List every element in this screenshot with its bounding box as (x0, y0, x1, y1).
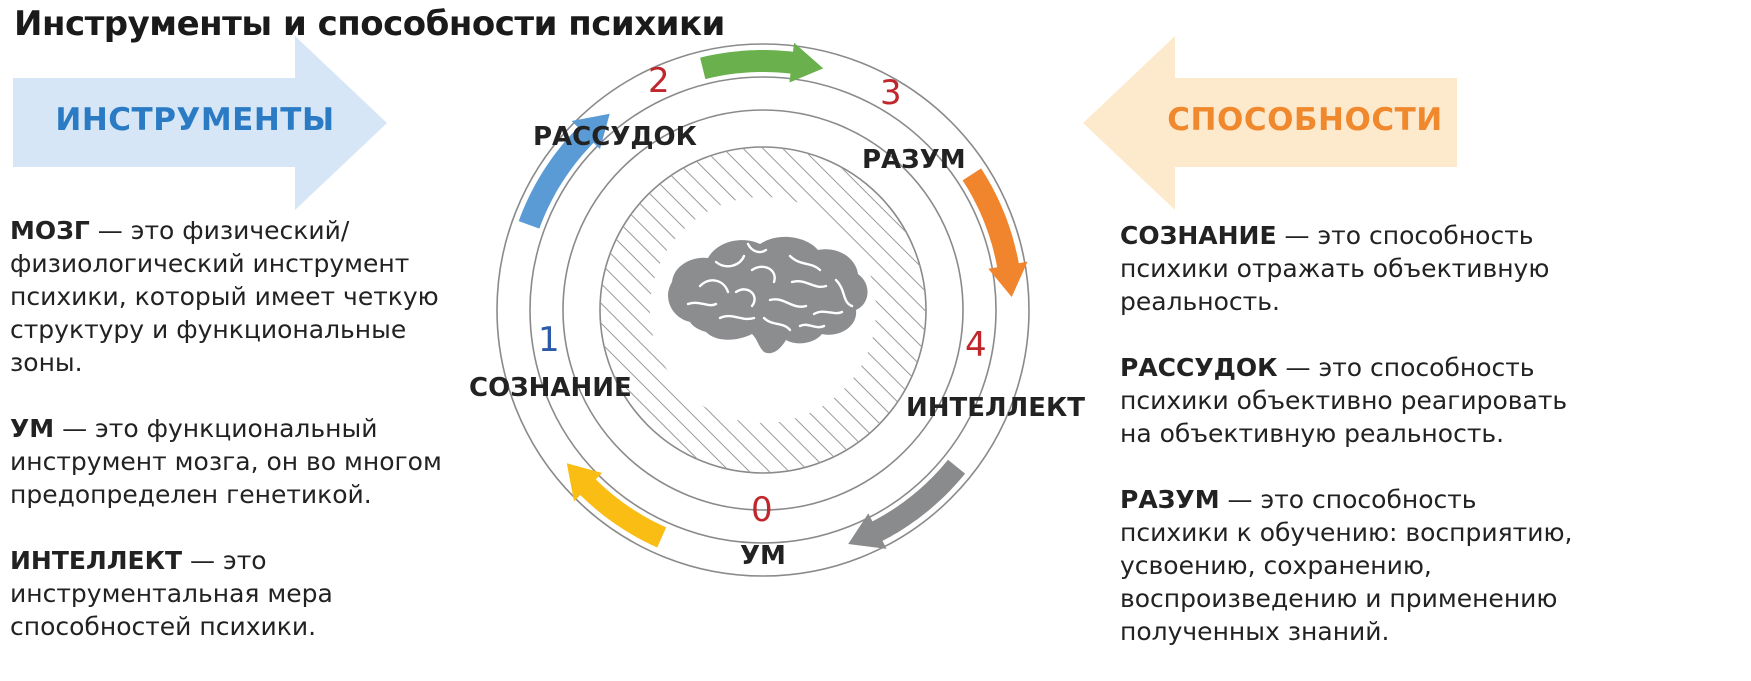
label-rassudok: РАССУДОК (533, 122, 697, 152)
middle-ring (529, 76, 997, 544)
abilities-label: СПОСОБНОСТИ (1167, 102, 1443, 138)
number-4: 4 (965, 325, 987, 365)
desc-razum: РАЗУМ — это способность психики к обучен… (1120, 485, 1573, 646)
instruments-description: МОЗГ — это физический/ физиологический и… (10, 214, 480, 676)
instruments-arrow (13, 36, 387, 210)
desc-rassudok: РАССУДОК — это способность психики объек… (1120, 353, 1568, 448)
label-um: УМ (740, 541, 786, 571)
number-1: 1 (538, 320, 560, 360)
label-intellekt: ИНТЕЛЛЕКТ (906, 393, 1085, 423)
arrow-rassudok-to-razum (700, 42, 824, 83)
instruments-label: ИНСТРУМЕНТЫ (55, 102, 335, 138)
arrow-intellekt-to-um (848, 459, 966, 549)
brain-icon (668, 236, 868, 354)
outer-ring (496, 43, 1030, 577)
abilities-arrow (1083, 36, 1457, 210)
abilities-description: СОЗНАНИЕ — это способность психики отраж… (1120, 219, 1590, 681)
desc-um: УМ — это функциональный инструмент мозга… (10, 414, 442, 509)
psyche-cycle-diagram: РАССУДОК РАЗУМ СОЗНАНИЕ ИНТЕЛЛЕКТ УМ 2 3… (469, 42, 1085, 577)
arrow-soznanie-to-rassudok (518, 113, 610, 229)
arrow-razum-to-intellekt (962, 168, 1028, 297)
desc-soznanie: СОЗНАНИЕ — это способность психики отраж… (1120, 221, 1550, 316)
inner-ring (562, 109, 964, 511)
number-3: 3 (880, 73, 902, 113)
desc-mozg: МОЗГ — это физический/ физиологический и… (10, 216, 439, 377)
number-2: 2 (648, 61, 670, 101)
desc-intellekt: ИНТЕЛЛЕКТ — это инструментальная мера сп… (10, 546, 333, 641)
label-soznanie: СОЗНАНИЕ (469, 373, 632, 403)
arrow-um-to-soznanie (566, 463, 667, 548)
label-razum: РАЗУМ (862, 145, 966, 175)
page-title: Инструменты и способности психики (14, 4, 725, 44)
number-0: 0 (751, 490, 773, 530)
